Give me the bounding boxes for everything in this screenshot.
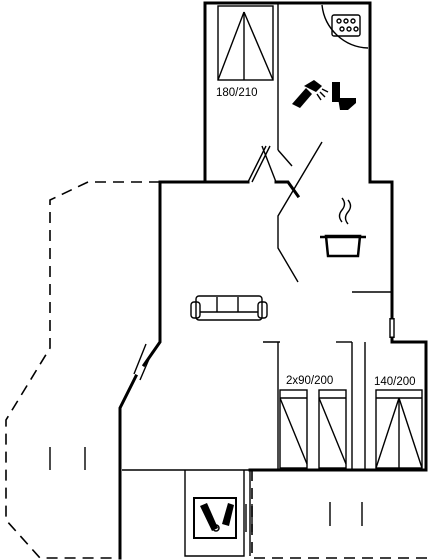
bed-size-label-top: 180/210 [216,87,258,99]
toilet-icon [332,82,356,110]
bed-single-pair: 2x90/200 [279,375,347,469]
openings [133,145,395,532]
bed-size-label-right: 140/200 [374,376,416,388]
jacuzzi-icon [321,4,369,49]
exterior-walls [118,1,428,560]
interior-walls [263,3,392,470]
bed-double-top: 180/210 [216,5,274,99]
shower-icon [292,80,329,108]
bed-size-label-mid: 2x90/200 [286,375,333,387]
washing-machine-icon [193,497,237,539]
cooking-pot-icon [320,197,366,258]
terrace-outline [5,181,429,559]
sofa-icon [190,295,268,321]
bed-double-right: 140/200 [374,376,423,469]
